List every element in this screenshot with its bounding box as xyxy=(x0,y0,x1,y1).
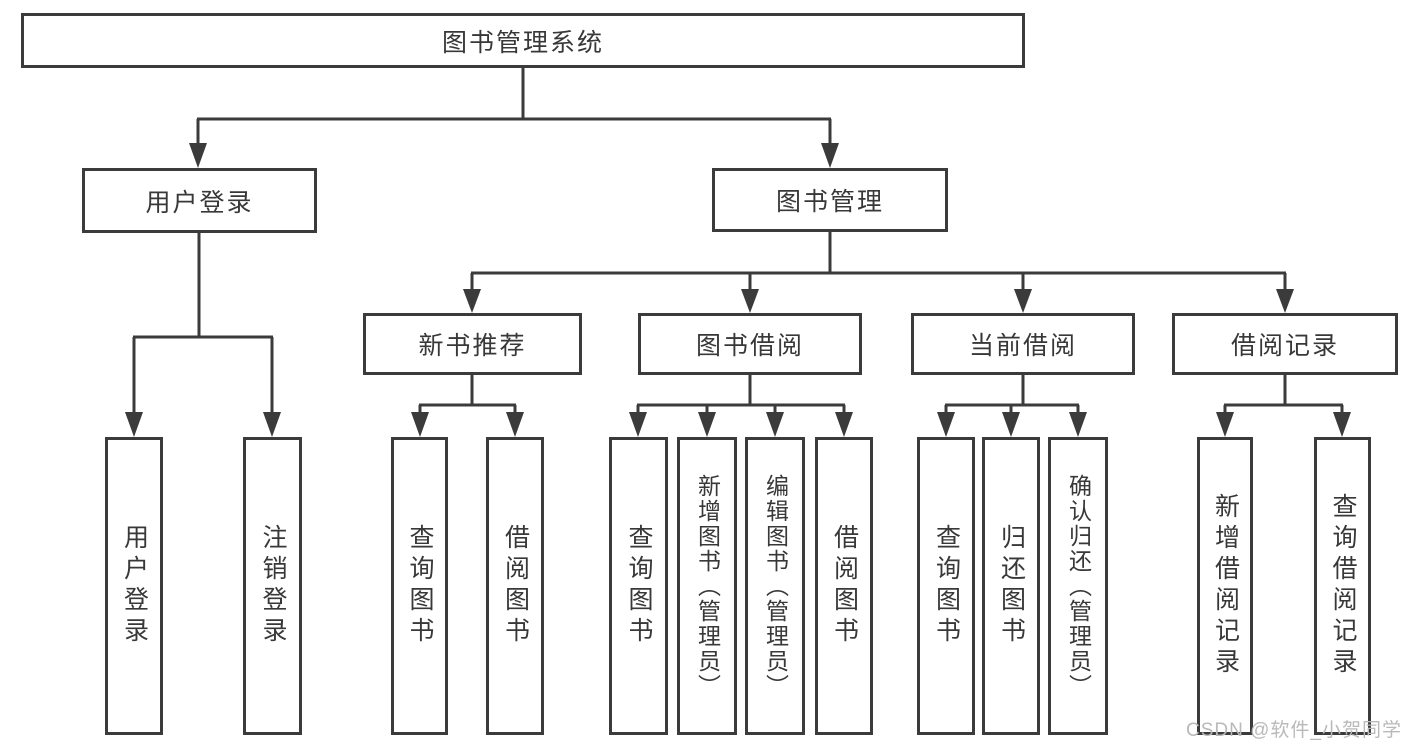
leaf-query-books-borrowing: 查询图书 xyxy=(609,437,668,735)
node-current-borrowing: 当前借阅 xyxy=(911,313,1135,375)
leaf-confirm-return-admin-label: 确认归还（管理员） xyxy=(1065,473,1092,699)
node-new-book-recommendation: 新书推荐 xyxy=(363,313,582,375)
leaf-query-borrow-record: 查询借阅记录 xyxy=(1314,437,1371,735)
leaf-query-books-recommend: 查询图书 xyxy=(391,437,448,735)
leaf-return-book: 归还图书 xyxy=(982,437,1040,735)
connector-root xyxy=(196,68,832,146)
leaf-add-borrow-record: 新增借阅记录 xyxy=(1197,437,1253,735)
leaf-user-login-label: 用户登录 xyxy=(120,524,149,648)
leaf-query-books-current-label: 查询图书 xyxy=(932,524,961,648)
leaf-query-books-recommend-label: 查询图书 xyxy=(406,524,434,648)
leaf-add-book-admin: 新增图书（管理员） xyxy=(677,437,737,735)
leaf-query-books-current: 查询图书 xyxy=(917,437,975,735)
connector-user-login xyxy=(132,233,274,416)
node-book-borrowing: 图书借阅 xyxy=(638,313,862,375)
node-library-management-system-label: 图书管理系统 xyxy=(441,28,604,57)
connector-current-borrowing xyxy=(944,375,1080,416)
leaf-logout: 注销登录 xyxy=(243,437,302,735)
node-library-management-system: 图书管理系统 xyxy=(21,13,1025,68)
leaf-borrow-books-recommend: 借阅图书 xyxy=(486,437,544,735)
connector-borrowing-records xyxy=(1223,375,1344,416)
leaf-edit-book-admin-label: 编辑图书（管理员） xyxy=(762,473,789,699)
leaf-borrow-books-label: 借阅图书 xyxy=(830,524,859,648)
connector-new-book-recommendation xyxy=(418,375,517,416)
leaf-borrow-books-recommend-label: 借阅图书 xyxy=(501,524,530,648)
node-new-book-recommendation-label: 新书推荐 xyxy=(418,332,527,360)
leaf-borrow-books: 借阅图书 xyxy=(815,437,873,735)
connector-book-borrowing xyxy=(636,375,846,416)
node-user-login-label: 用户登录 xyxy=(145,188,254,217)
leaf-logout-label: 注销登录 xyxy=(259,524,287,648)
leaf-add-book-admin-label: 新增图书（管理员） xyxy=(694,473,721,699)
leaf-confirm-return-admin: 确认归还（管理员） xyxy=(1048,437,1108,735)
node-current-borrowing-label: 当前借阅 xyxy=(968,332,1077,360)
watermark: CSDN @软件_小贺同学 xyxy=(1186,720,1402,741)
node-book-management: 图书管理 xyxy=(712,168,948,232)
leaf-user-login: 用户登录 xyxy=(105,437,163,735)
node-book-borrowing-label: 图书借阅 xyxy=(695,332,804,360)
node-user-login: 用户登录 xyxy=(82,168,317,233)
node-book-management-label: 图书管理 xyxy=(775,188,884,216)
leaf-query-books-borrowing-label: 查询图书 xyxy=(625,524,653,648)
node-borrowing-records-label: 借阅记录 xyxy=(1230,332,1339,360)
leaf-edit-book-admin: 编辑图书（管理员） xyxy=(745,437,805,735)
connector-book-management xyxy=(470,232,1287,292)
arrowheads xyxy=(125,143,1351,437)
node-borrowing-records: 借阅记录 xyxy=(1172,313,1398,375)
leaf-query-borrow-record-label: 查询借阅记录 xyxy=(1329,493,1357,679)
leaf-add-borrow-record-label: 新增借阅记录 xyxy=(1211,493,1240,679)
leaf-return-book-label: 归还图书 xyxy=(997,524,1026,648)
